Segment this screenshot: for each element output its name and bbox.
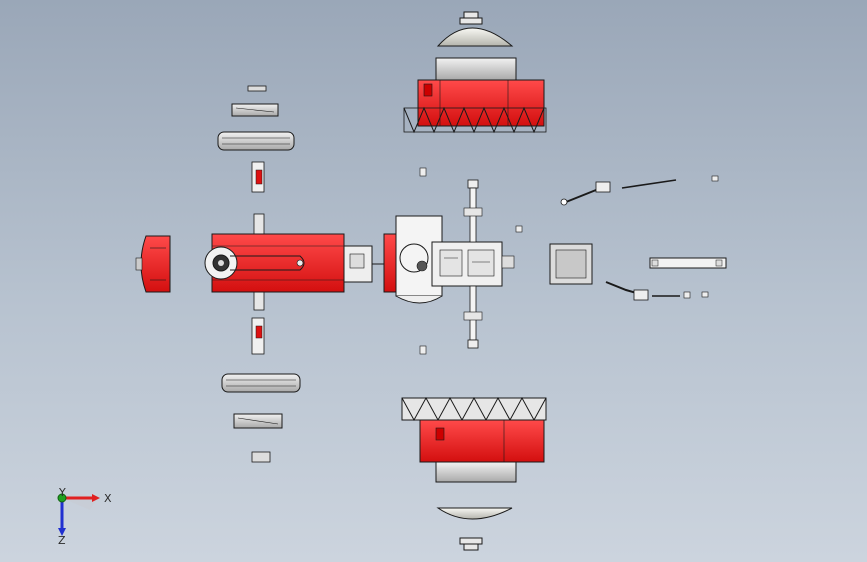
hub-cap-top[interactable] bbox=[436, 11, 514, 47]
rear-wheel-top[interactable] bbox=[403, 57, 547, 134]
triad-z-label: Z bbox=[58, 534, 66, 547]
hub-cap-bottom[interactable] bbox=[436, 507, 513, 551]
steering-arm-lower[interactable] bbox=[605, 281, 680, 301]
axle-top[interactable] bbox=[251, 161, 265, 235]
pulley-stack-top[interactable] bbox=[217, 85, 295, 151]
orientation-triad: X Y Z bbox=[57, 486, 112, 547]
small-fasteners[interactable] bbox=[419, 167, 719, 355]
triad-y-axis bbox=[57, 493, 67, 503]
rear-wheel-bottom[interactable] bbox=[401, 396, 547, 483]
front-hood[interactable] bbox=[135, 235, 171, 293]
steering-arm-upper[interactable] bbox=[560, 179, 677, 206]
engine-block[interactable] bbox=[204, 233, 384, 293]
pulley-stack-bottom[interactable] bbox=[221, 373, 301, 463]
triad-x-label: X bbox=[104, 492, 112, 505]
axle-bottom[interactable] bbox=[251, 291, 265, 355]
seat-frame[interactable] bbox=[431, 241, 515, 287]
triad-y-label: Y bbox=[58, 486, 66, 499]
rear-bracket[interactable] bbox=[549, 243, 593, 285]
front-axle[interactable] bbox=[463, 179, 483, 349]
tie-rod[interactable] bbox=[649, 257, 727, 269]
